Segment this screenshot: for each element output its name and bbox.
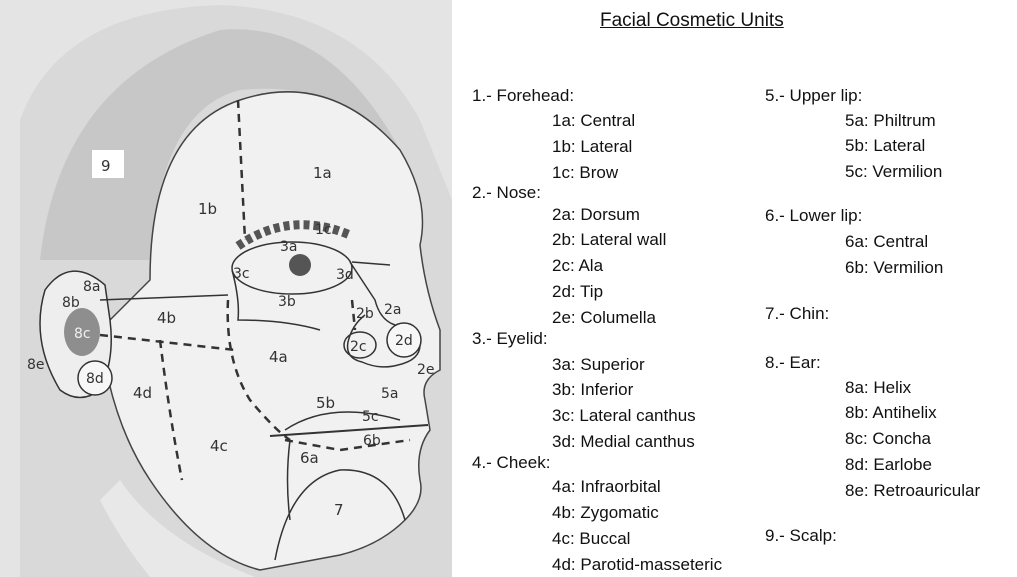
unit-1a: 1a: Central xyxy=(552,111,635,131)
unit-2c: 2c: Ala xyxy=(552,256,603,276)
label-4a: 4a xyxy=(269,348,288,366)
label-3c: 3c xyxy=(233,266,250,282)
unit-4-label: 4.- Cheek: xyxy=(472,453,550,473)
label-8e: 8e xyxy=(27,357,45,373)
unit-7-label: 7.- Chin: xyxy=(765,304,829,324)
label-5b: 5b xyxy=(316,394,335,412)
label-3d: 3d xyxy=(336,267,354,283)
label-8d: 8d xyxy=(86,371,104,387)
unit-2-label: 2.- Nose: xyxy=(472,183,541,203)
unit-8d: 8d: Earlobe xyxy=(845,455,932,475)
unit-6-label: 6.- Lower lip: xyxy=(765,206,862,226)
unit-8-label: 8.- Ear: xyxy=(765,353,821,373)
unit-4d: 4d: Parotid-masseteric xyxy=(552,555,722,575)
label-2c: 2c xyxy=(350,339,367,355)
unit-2b: 2b: Lateral wall xyxy=(552,230,666,250)
unit-3d: 3d: Medial canthus xyxy=(552,432,695,452)
label-2d: 2d xyxy=(395,333,413,349)
label-8a: 8a xyxy=(83,279,101,295)
label-4d: 4d xyxy=(133,384,152,402)
label-2a: 2a xyxy=(384,302,402,318)
label-6a: 6a xyxy=(300,449,319,467)
unit-1b: 1b: Lateral xyxy=(552,137,632,157)
unit-2d: 2d: Tip xyxy=(552,282,603,302)
label-7: 7 xyxy=(334,501,344,519)
unit-4a: 4a: Infraorbital xyxy=(552,477,661,497)
label-3b: 3b xyxy=(278,294,296,310)
unit-8b: 8b: Antihelix xyxy=(845,403,937,423)
unit-6a: 6a: Central xyxy=(845,232,928,252)
unit-8e: 8e: Retroauricular xyxy=(845,481,980,501)
unit-2a: 2a: Dorsum xyxy=(552,205,640,225)
unit-1-label: 1.- Forehead: xyxy=(472,86,574,106)
unit-5-label: 5.- Upper lip: xyxy=(765,86,862,106)
unit-9-label: 9.- Scalp: xyxy=(765,526,837,546)
unit-5b: 5b: Lateral xyxy=(845,136,925,156)
unit-3c: 3c: Lateral canthus xyxy=(552,406,696,426)
label-8b: 8b xyxy=(62,295,80,311)
unit-8c: 8c: Concha xyxy=(845,429,931,449)
unit-4b: 4b: Zygomatic xyxy=(552,503,659,523)
label-1b: 1b xyxy=(198,200,217,218)
label-5c: 5c xyxy=(362,409,379,425)
label-8c: 8c xyxy=(74,326,91,342)
label-9: 9 xyxy=(101,157,111,175)
unit-3a: 3a: Superior xyxy=(552,355,645,375)
unit-4c: 4c: Buccal xyxy=(552,529,630,549)
label-4c: 4c xyxy=(210,437,228,455)
label-2e: 2e xyxy=(417,362,435,378)
unit-3-label: 3.- Eyelid: xyxy=(472,329,548,349)
label-5a: 5a xyxy=(381,386,399,402)
label-1a: 1a xyxy=(313,164,332,182)
unit-6b: 6b: Vermilion xyxy=(845,258,943,278)
label-6b: 6b xyxy=(363,433,381,449)
label-1c: 1c xyxy=(315,222,332,238)
unit-1c: 1c: Brow xyxy=(552,163,618,183)
unit-2e: 2e: Columella xyxy=(552,308,656,328)
label-4b: 4b xyxy=(157,309,176,327)
label-2b: 2b xyxy=(356,306,374,322)
unit-3b: 3b: Inferior xyxy=(552,380,633,400)
eye-iris xyxy=(289,254,311,276)
unit-5a: 5a: Philtrum xyxy=(845,111,936,131)
label-3a: 3a xyxy=(280,239,298,255)
legend-title: Facial Cosmetic Units xyxy=(600,10,784,32)
face-diagram: 9 1a 1b 1c 3a 3c 3d 3b 2b 2a 2d 2c 2e 8a… xyxy=(0,0,452,577)
unit-5c: 5c: Vermilion xyxy=(845,162,942,182)
unit-8a: 8a: Helix xyxy=(845,378,911,398)
